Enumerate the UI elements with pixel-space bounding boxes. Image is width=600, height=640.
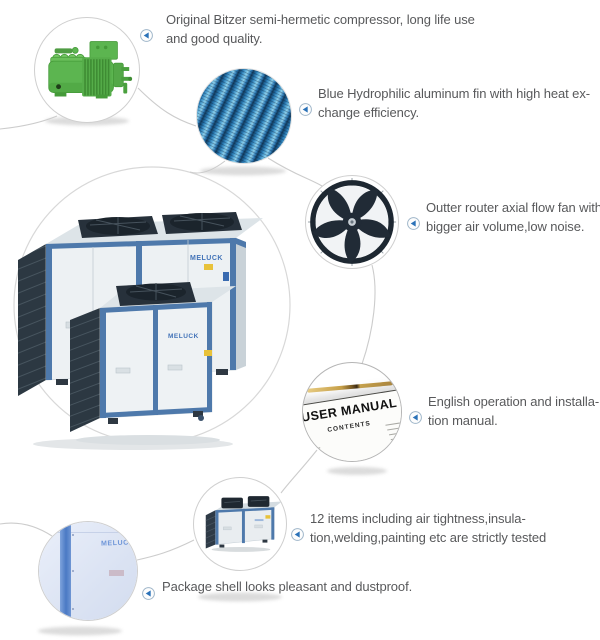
feature-line: Blue Hydrophilic aluminum fin with high … xyxy=(318,86,590,101)
feature-text-compressor: Original Bitzer semi-hermetic compressor… xyxy=(166,10,475,48)
tested-unit-illustration xyxy=(205,496,283,552)
fan-photo xyxy=(305,175,399,269)
small-unit-brand: MELUCK xyxy=(168,333,199,340)
panel-seam xyxy=(39,532,137,533)
screw-dot xyxy=(72,534,74,536)
small-unit-frame xyxy=(100,302,212,418)
unit-shadow xyxy=(76,435,220,445)
user-manual-page: USER MANUAL CONTENTS xyxy=(303,387,401,461)
feature-text-fin: Blue Hydrophilic aluminum fin with high … xyxy=(318,84,590,122)
toc-line xyxy=(388,432,401,436)
feature-text-testing: 12 items including air tightness,insula-… xyxy=(310,509,546,547)
small-unit-fan xyxy=(116,282,196,306)
tested-unit-fans xyxy=(221,496,270,509)
compressor-photo xyxy=(34,17,140,123)
package-shell-panel: MELUCK xyxy=(39,522,137,620)
toc-line xyxy=(303,452,315,456)
bullet-arrow-icon xyxy=(407,217,420,230)
yellow-label xyxy=(204,264,213,270)
feature-line: tion manual. xyxy=(428,413,498,428)
fan-blades xyxy=(312,187,391,263)
blue-label xyxy=(223,272,229,281)
axial-fan-illustration xyxy=(307,177,397,267)
panel-blue-stripe xyxy=(60,522,71,620)
tested-unit-frame xyxy=(215,507,275,545)
feature-line: tion,welding,painting etc are strictly t… xyxy=(310,530,547,545)
connector-curves xyxy=(0,87,376,561)
yellow-label xyxy=(265,515,271,519)
feature-line: Outter router axial flow fan with xyxy=(426,200,600,215)
feature-line: change efficiency. xyxy=(318,105,420,120)
aluminum-fin-texture xyxy=(197,69,291,163)
tested-unit-photo xyxy=(193,477,287,571)
feature-line: English operation and installa- xyxy=(428,394,600,409)
feature-line: Original Bitzer semi-hermetic compressor… xyxy=(166,12,475,27)
bullet-arrow-icon xyxy=(409,411,422,424)
fin-photo xyxy=(196,68,292,164)
small-unit: MELUCK xyxy=(70,282,236,432)
package-photo: MELUCK xyxy=(38,521,138,621)
pen-icon xyxy=(306,381,394,393)
feature-line: 12 items including air tightness,insula- xyxy=(310,511,526,526)
bullet-arrow-icon xyxy=(299,103,312,116)
bullet-arrow-icon xyxy=(142,587,155,600)
toc-line xyxy=(390,437,401,441)
condensing-units-image: MELUCK xyxy=(18,212,263,450)
feature-line: and good quality. xyxy=(166,31,263,46)
feature-text-package: Package shell looks pleasant and dustpro… xyxy=(162,577,412,596)
feature-line: Package shell looks pleasant and dustpro… xyxy=(162,579,413,594)
toc-line xyxy=(303,447,321,452)
compressor-ribs xyxy=(84,59,110,96)
big-unit-brand: MELUCK xyxy=(190,255,223,262)
feature-line: bigger air volume,low noise. xyxy=(426,219,585,234)
feature-text-manual: English operation and installa- tion man… xyxy=(428,392,599,430)
screw-dot xyxy=(72,608,74,610)
big-unit-fans xyxy=(78,212,242,238)
feature-text-fan: Outter router axial flow fan with bigger… xyxy=(426,198,600,236)
tested-unit-brand-mark xyxy=(254,519,264,522)
screw-dot xyxy=(72,570,74,572)
toc-line xyxy=(392,442,401,445)
package-brand: MELUCK xyxy=(100,539,135,548)
circle-shadows xyxy=(38,116,387,636)
panel-label xyxy=(109,570,124,576)
bitzer-compressor-illustration xyxy=(48,41,133,99)
toc-line xyxy=(387,427,401,431)
yellow-label xyxy=(204,350,212,356)
bullet-arrow-icon xyxy=(140,29,153,42)
bullet-arrow-icon xyxy=(291,528,304,541)
manual-photo: USER MANUAL CONTENTS xyxy=(302,362,402,462)
